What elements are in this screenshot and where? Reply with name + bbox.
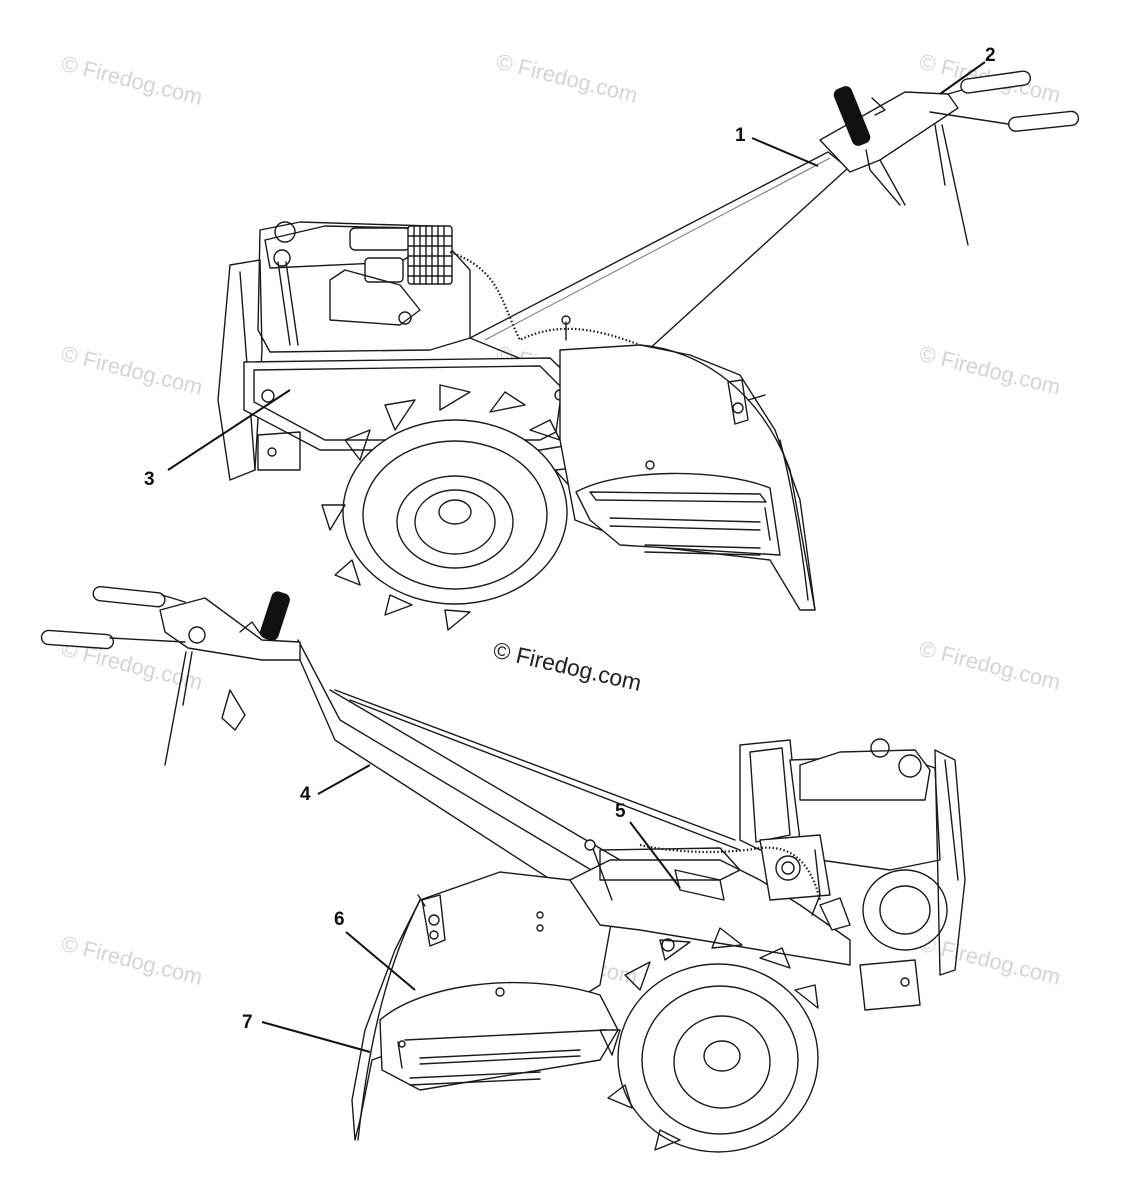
air-filter-grid <box>407 225 453 285</box>
leader-line <box>261 1021 371 1053</box>
callout-4: 4 <box>300 764 371 805</box>
callout-2: 2 <box>939 45 996 95</box>
leader-line <box>629 821 681 889</box>
watermark: © Firedog.com <box>59 51 205 110</box>
callout-number: 4 <box>300 784 311 805</box>
copyright-notice: © Firedog.com <box>491 637 644 696</box>
watermark: © Firedog.com <box>917 636 1063 695</box>
leader-line <box>167 389 291 471</box>
callouts: 1 2 3 4 5 6 7 <box>144 45 996 1053</box>
callout-number: 7 <box>242 1012 253 1033</box>
callout-number: 5 <box>615 801 626 822</box>
callout-number: 1 <box>735 125 746 146</box>
callout-5: 5 <box>615 801 681 889</box>
watermark: © Firedog.com <box>59 931 205 990</box>
leader-line <box>939 61 986 95</box>
callout-6: 6 <box>334 909 416 991</box>
callout-7: 7 <box>242 1012 371 1053</box>
callout-3: 3 <box>144 389 291 490</box>
callout-number: 2 <box>985 45 996 66</box>
watermark: © Firedog.com <box>917 341 1063 400</box>
tiller-top-illustration <box>217 70 1080 631</box>
watermark: © Firedog.com <box>59 341 205 400</box>
top-wheel <box>321 384 576 631</box>
watermark: © Firedog.com <box>494 49 640 108</box>
callout-number: 6 <box>334 909 345 930</box>
bottom-wheel <box>599 927 819 1153</box>
tiller-bottom-illustration <box>40 585 966 1153</box>
leader-line <box>317 764 371 795</box>
leader-line <box>751 137 819 167</box>
callout-1: 1 <box>735 125 819 167</box>
leader-line <box>345 931 416 991</box>
callout-number: 3 <box>144 469 155 490</box>
